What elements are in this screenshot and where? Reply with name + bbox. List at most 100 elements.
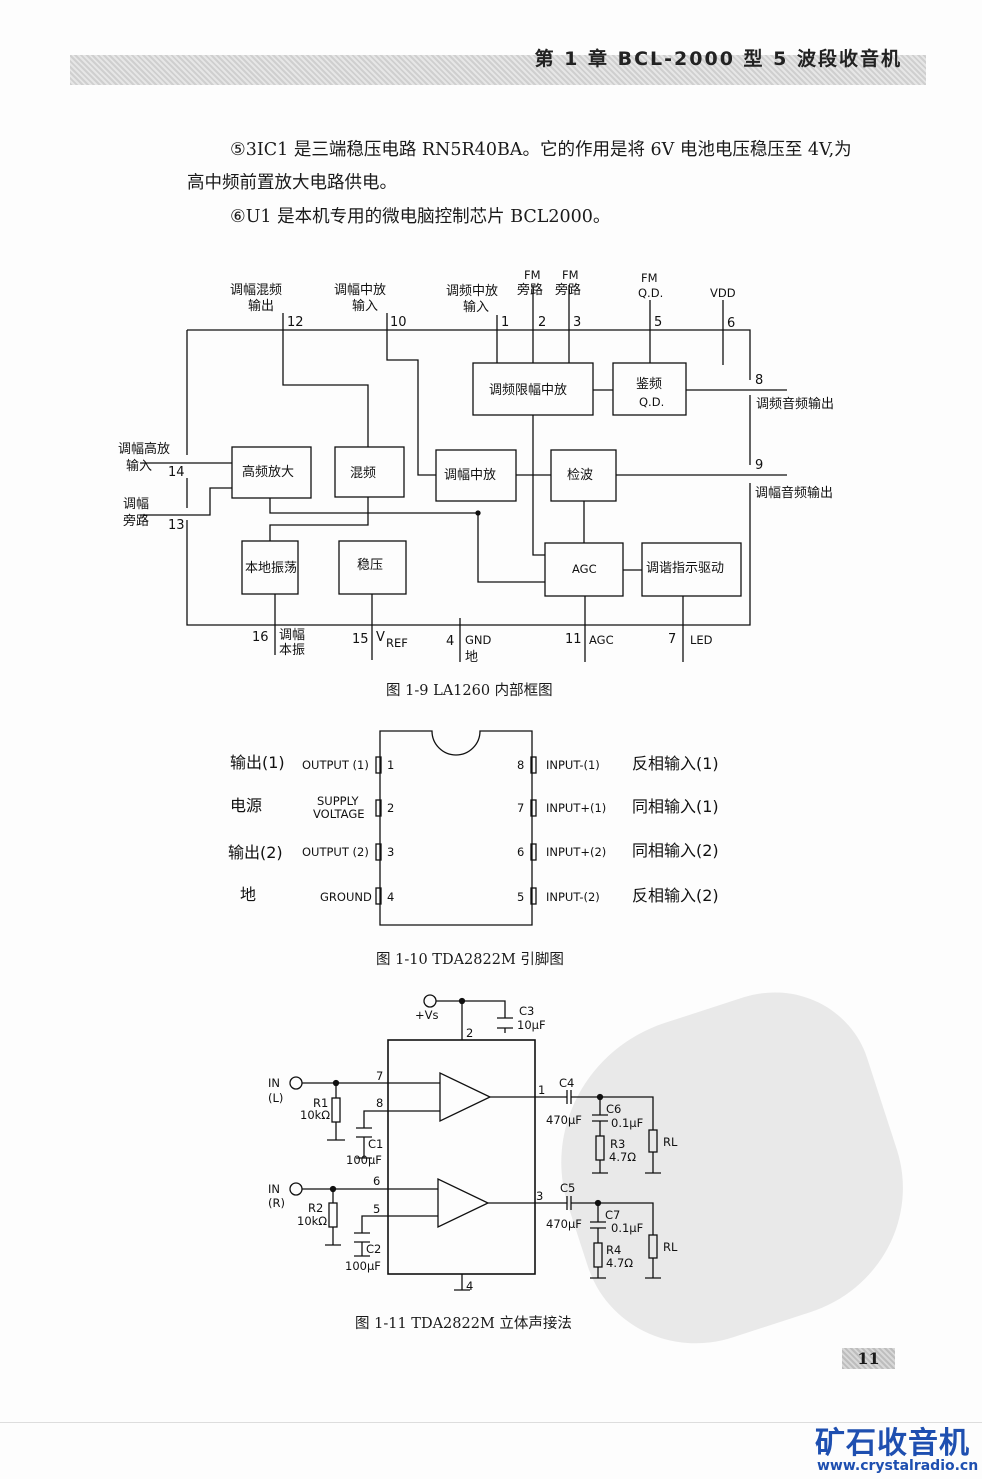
pin-number: 9 — [755, 458, 764, 473]
pin-label: 输入 — [126, 459, 153, 474]
figure-caption: 图 1-11 TDA2822M 立体声接法 — [355, 1316, 572, 1332]
pin-en-label: SUPPLY — [317, 794, 359, 808]
pin-label: 调频中放 — [446, 284, 499, 299]
block-local-osc: 本地振荡 — [245, 561, 298, 576]
pin-label: 调幅混频 — [230, 283, 283, 298]
pin-label: 调幅中放 — [334, 283, 387, 298]
pin-en-label: VOLTAGE — [313, 807, 365, 821]
component-value: 0.1μF — [611, 1116, 644, 1130]
pin-label: VDD — [710, 286, 736, 300]
pin-label: 旁路 — [517, 283, 544, 298]
block-mixer: 混频 — [350, 466, 377, 481]
pin-cn-label: 同相输入(2) — [632, 841, 719, 860]
pin-number: 10 — [390, 315, 407, 330]
pin-cn-label: 反相输入(1) — [632, 754, 719, 773]
component-value: 10μF — [517, 1018, 546, 1032]
pin-label: FM — [524, 268, 541, 282]
pin-number: 2 — [466, 1026, 474, 1040]
pin-number: 8 — [376, 1096, 384, 1110]
fig10-chip — [375, 730, 537, 926]
pin-number: 7 — [376, 1069, 384, 1083]
pin-number: 7 — [668, 632, 677, 647]
pin-number: 3 — [573, 315, 582, 330]
pin-number: 4 — [466, 1279, 474, 1293]
component-value: 0.1μF — [611, 1221, 644, 1235]
chapter-title: 第 1 章 BCL-2000 型 5 波段收音机 — [534, 48, 902, 70]
pin-en-label: INPUT-(1) — [546, 758, 600, 772]
pin-label: 调频音频输出 — [756, 397, 835, 412]
input-label: IN — [268, 1182, 280, 1196]
pin-label: 地 — [465, 650, 479, 665]
pin-label-sub: REF — [386, 636, 408, 650]
pin-label: 调幅高放 — [118, 442, 171, 457]
pin-number: 15 — [352, 632, 369, 647]
input-label: IN — [268, 1076, 280, 1090]
figure-caption: 图 1-9 LA1260 内部框图 — [386, 683, 553, 699]
pin-number: 3 — [387, 845, 395, 859]
pin-label: 输出 — [248, 299, 275, 314]
pin-number: 7 — [517, 801, 525, 815]
component-label: R3 — [610, 1137, 626, 1151]
component-value: 470μF — [546, 1113, 582, 1127]
pin-number: 2 — [387, 801, 395, 815]
block-am-if: 调幅中放 — [444, 468, 497, 483]
pin-number: 3 — [536, 1189, 544, 1203]
pin-number: 5 — [373, 1202, 381, 1216]
component-value: 10kΩ — [300, 1108, 331, 1122]
pin-label: 调幅 — [279, 628, 306, 643]
input-label: (L) — [268, 1091, 284, 1105]
pin-label: 旁路 — [555, 283, 582, 298]
pin-number: 11 — [565, 632, 582, 647]
pin-number: 8 — [517, 758, 525, 772]
pin-number: 16 — [252, 630, 269, 645]
site-url: www.crystalradio.cn — [817, 1458, 979, 1474]
component-label: R2 — [308, 1201, 324, 1215]
component-value: 100μF — [346, 1153, 382, 1167]
component-value: 4.7Ω — [606, 1256, 634, 1270]
component-label: C1 — [368, 1137, 384, 1151]
pin-label: 输入 — [352, 299, 379, 314]
block-regulator: 稳压 — [357, 558, 384, 573]
pin-label: LED — [690, 633, 713, 647]
block-agc: AGC — [572, 562, 597, 576]
component-label: C7 — [605, 1208, 621, 1222]
input-label: (R) — [268, 1196, 285, 1210]
pin-label: 旁路 — [123, 514, 150, 529]
pin-cn-label: 反相输入(2) — [632, 886, 719, 905]
pin-en-label: OUTPUT (1) — [302, 758, 369, 772]
pin-label: AGC — [589, 633, 614, 647]
pin-label: FM — [562, 268, 579, 282]
pin-label: 调幅音频输出 — [755, 486, 834, 501]
paragraph-line: 高中频前置放大电路供电。 — [187, 173, 397, 193]
pin-number: 6 — [517, 845, 525, 859]
divider — [0, 1422, 982, 1423]
component-value: 470μF — [546, 1217, 582, 1231]
pin-en-label: INPUT+(2) — [546, 845, 607, 859]
component-label: C3 — [519, 1004, 535, 1018]
paragraph-line: ⑤3IC1 是三端稳压电路 RN5R40BA。它的作用是将 6V 电池电压稳压至… — [230, 140, 852, 160]
pin-number: 6 — [727, 316, 736, 331]
page-number: 11 — [842, 1348, 895, 1369]
component-label: C6 — [606, 1102, 622, 1116]
component-value: 100μF — [345, 1259, 381, 1273]
pin-en-label: GROUND — [320, 890, 372, 904]
pin-cn-label: 输出(1) — [230, 753, 285, 772]
pin-en-label: INPUT-(2) — [546, 890, 600, 904]
pin-number: 6 — [373, 1174, 381, 1188]
paragraph-line: ⑥U1 是本机专用的微电脑控制芯片 BCL2000。 — [230, 207, 611, 227]
component-label: R1 — [313, 1096, 329, 1110]
block-fm-disc-qd: Q.D. — [639, 395, 665, 409]
pin-number: 1 — [501, 315, 510, 330]
load-label: RL — [663, 1135, 678, 1149]
component-label: C4 — [559, 1076, 575, 1090]
pin-label: V — [376, 630, 385, 645]
pin-number: 2 — [538, 315, 547, 330]
component-label: C2 — [366, 1242, 382, 1256]
block-rf-amp: 高频放大 — [242, 465, 295, 480]
pin-label: 调幅 — [123, 497, 150, 512]
pin-number: 8 — [755, 373, 764, 388]
pin-number: 12 — [287, 315, 304, 330]
load-label: RL — [663, 1240, 678, 1254]
